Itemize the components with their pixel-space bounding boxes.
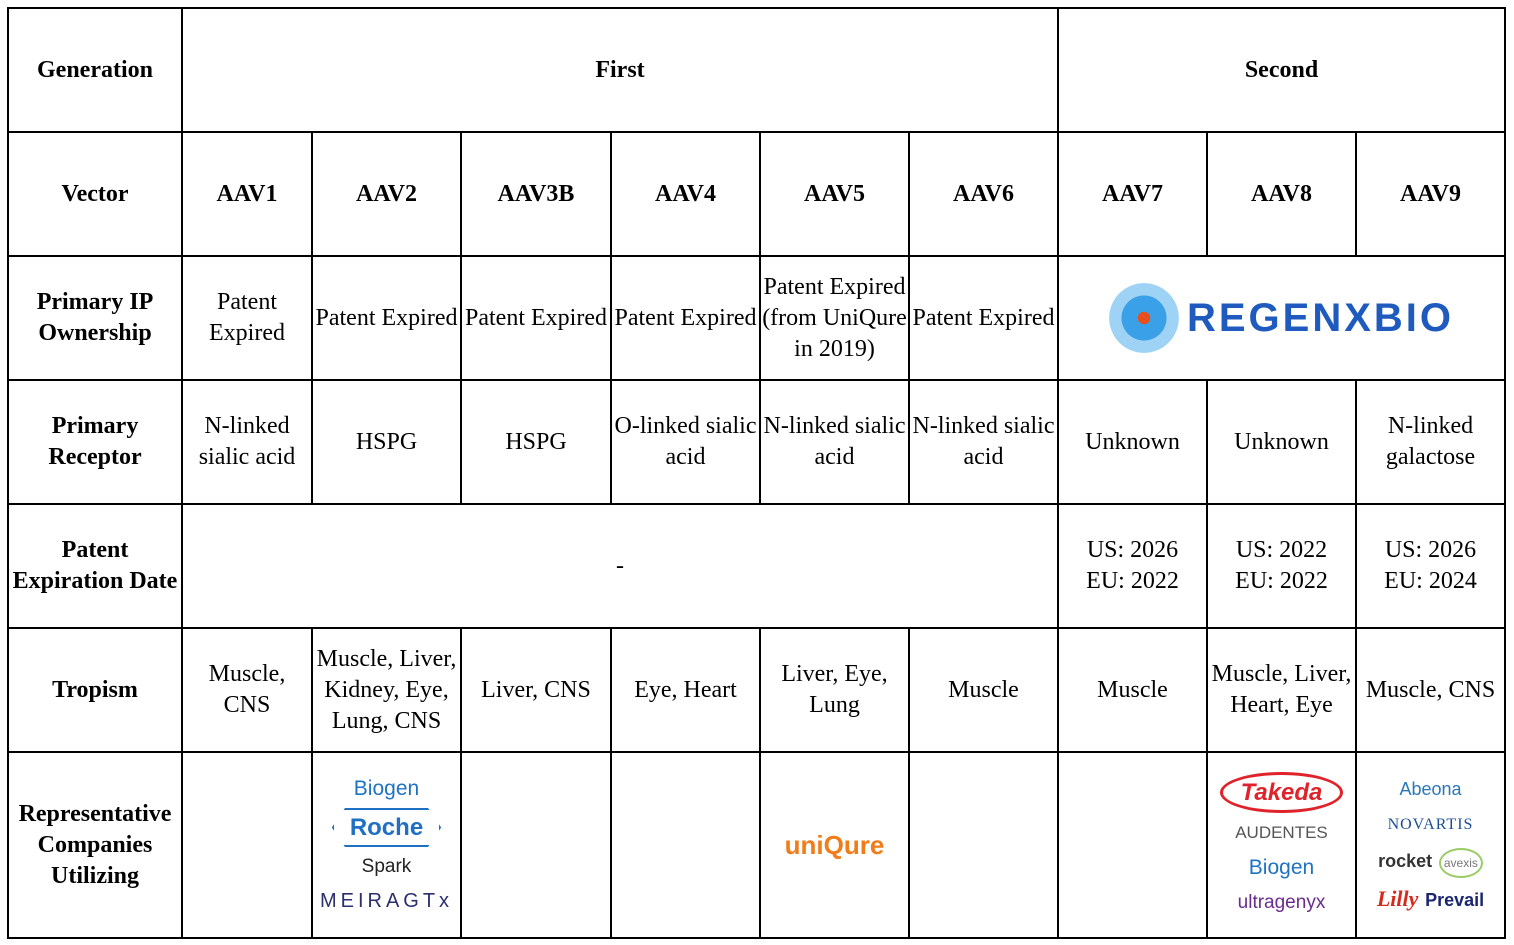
receptor-cell: O-linked sialic acid <box>610 379 761 505</box>
vector-cell: AAV2 <box>311 131 462 257</box>
receptor-cell: Unknown <box>1057 379 1208 505</box>
regenxbio-logo: REGENXBIO <box>1057 255 1506 381</box>
patent-cell: US: 2026 EU: 2022 <box>1057 503 1208 629</box>
biogen-logo: Biogen <box>353 777 420 800</box>
patent-row: Patent Expiration Date - US: 2026 EU: 20… <box>7 503 1506 629</box>
row-header: Primary Receptor <box>7 379 183 505</box>
biogen-logo: Biogen <box>1248 856 1315 879</box>
vector-row: Vector AAV1 AAV2 AAV3B AAV4 AAV5 AAV6 AA… <box>7 131 1506 257</box>
companies-row: Representative Companies Utilizing Bioge… <box>7 751 1506 939</box>
tropism-cell: Muscle <box>1057 627 1208 753</box>
uniqure-logo: uniQure <box>784 829 885 860</box>
ip-cell: Patent Expired <box>610 255 761 381</box>
row-header: Generation <box>7 7 183 133</box>
avexis-logo: avexis <box>1438 848 1483 878</box>
receptor-cell: N-linked galactose <box>1355 379 1506 505</box>
receptor-cell: N-linked sialic acid <box>759 379 910 505</box>
receptor-cell: HSPG <box>460 379 612 505</box>
audentes-logo: AUDENTES <box>1235 823 1328 842</box>
meiragtx-logo: MEIRAGTx <box>319 890 454 912</box>
ultragenyx-logo: ultragenyx <box>1237 892 1326 913</box>
ip-cell: Patent Expired <box>460 255 612 381</box>
ip-cell: Patent Expired <box>908 255 1059 381</box>
patent-text: US: 2022 EU: 2022 <box>1235 537 1328 594</box>
tropism-cell: Liver, Eye, Lung <box>759 627 910 753</box>
tropism-row: Tropism Muscle, CNS Muscle, Liver, Kidne… <box>7 627 1506 753</box>
tropism-cell: Muscle, CNS <box>1355 627 1506 753</box>
vector-cell: AAV3B <box>460 131 612 257</box>
aav-vector-table: Generation First Second Vector AAV1 AAV2… <box>7 7 1506 939</box>
first-generation: First <box>181 7 1059 133</box>
generation-row: Generation First Second <box>7 7 1506 133</box>
companies-cell <box>181 751 313 939</box>
receptor-row: Primary Receptor N-linked sialic acid HS… <box>7 379 1506 505</box>
abeona-logo: Abeona <box>1399 779 1462 799</box>
tropism-cell: Muscle <box>908 627 1059 753</box>
ip-cell: Patent Expired (from UniQure in 2019) <box>759 255 910 381</box>
receptor-cell: Unknown <box>1206 379 1357 505</box>
companies-cell <box>908 751 1059 939</box>
row-header: Patent Expiration Date <box>7 503 183 629</box>
regenxbio-mark-icon <box>1108 283 1179 353</box>
vector-cell: AAV5 <box>759 131 910 257</box>
row-header: Vector <box>7 131 183 257</box>
tropism-cell: Muscle, Liver, Kidney, Eye, Lung, CNS <box>311 627 462 753</box>
companies-cell: uniQure <box>759 751 910 939</box>
patent-cell: US: 2026 EU: 2024 <box>1355 503 1506 629</box>
patent-text: US: 2026 EU: 2022 <box>1086 537 1179 594</box>
companies-cell <box>610 751 761 939</box>
rocket-logo: rocket <box>1378 851 1433 871</box>
regenxbio-wordmark: REGENXBIO <box>1186 295 1455 340</box>
row-header: Tropism <box>7 627 183 753</box>
ip-row: Primary IP Ownership Patent Expired Pate… <box>7 255 1506 381</box>
patent-first-cell: - <box>181 503 1059 629</box>
prevail-logo: Prevail <box>1425 890 1485 910</box>
ip-cell: Patent Expired <box>181 255 313 381</box>
vector-cell: AAV4 <box>610 131 761 257</box>
companies-cell: Abeona NOVARTIS rocket avexis Lilly Prev… <box>1355 751 1506 939</box>
takeda-logo: Takeda <box>1219 772 1344 813</box>
patent-cell: US: 2022 EU: 2022 <box>1206 503 1357 629</box>
patent-text: US: 2026 EU: 2024 <box>1384 537 1477 594</box>
receptor-cell: N-linked sialic acid <box>908 379 1059 505</box>
vector-cell: AAV6 <box>908 131 1059 257</box>
companies-cell: Biogen Roche Spark MEIRAGTx <box>311 751 462 939</box>
novartis-logo: NOVARTIS <box>1387 816 1474 833</box>
tropism-cell: Eye, Heart <box>610 627 761 753</box>
vector-cell: AAV1 <box>181 131 313 257</box>
tropism-cell: Muscle, CNS <box>181 627 313 753</box>
tropism-cell: Muscle, Liver, Heart, Eye <box>1206 627 1357 753</box>
companies-cell <box>460 751 612 939</box>
receptor-cell: N-linked sialic acid <box>181 379 313 505</box>
vector-cell: AAV8 <box>1206 131 1357 257</box>
row-header: Primary IP Ownership <box>7 255 183 381</box>
companies-cell <box>1057 751 1208 939</box>
lilly-logo: Lilly <box>1376 886 1419 911</box>
second-generation: Second <box>1057 7 1506 133</box>
vector-cell: AAV9 <box>1355 131 1506 257</box>
companies-cell: Takeda AUDENTES Biogen ultragenyx <box>1206 751 1357 939</box>
spark-logo: Spark <box>361 856 412 877</box>
tropism-cell: Liver, CNS <box>460 627 612 753</box>
receptor-cell: HSPG <box>311 379 462 505</box>
vector-cell: AAV7 <box>1057 131 1208 257</box>
roche-logo: Roche <box>331 808 442 847</box>
ip-cell: Patent Expired <box>311 255 462 381</box>
row-header: Representative Companies Utilizing <box>7 751 183 939</box>
